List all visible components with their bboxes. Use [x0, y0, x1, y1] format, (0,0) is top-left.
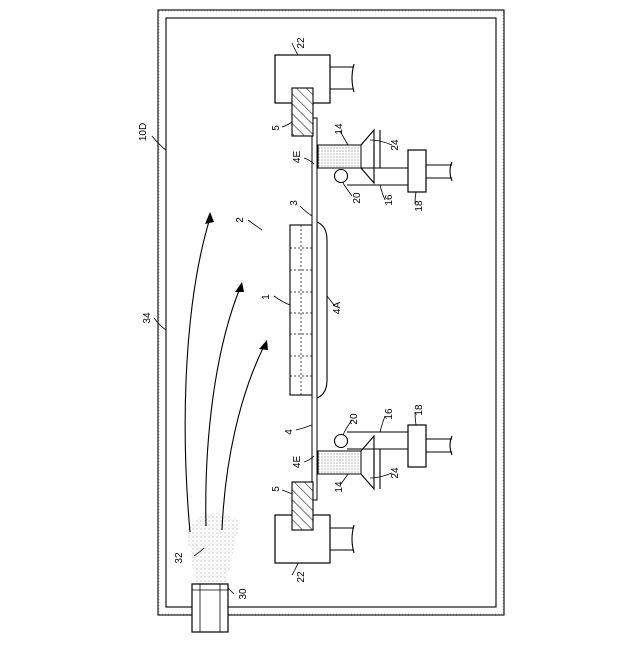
label-20-top: 20: [352, 192, 363, 204]
label-22-bottom: 22: [296, 571, 307, 583]
label-30: 30: [238, 588, 249, 600]
label-20-bottom: 20: [349, 413, 360, 425]
leader-lines: [152, 43, 416, 594]
wafer: [290, 225, 312, 395]
label-10D: 10D: [138, 123, 149, 141]
label-4: 4: [284, 429, 295, 435]
gas-flow-arrows: [185, 212, 268, 532]
label-4E-top: 4E: [292, 151, 303, 164]
label-14-top: 14: [334, 123, 345, 135]
label-3: 3: [289, 200, 300, 206]
label-32: 32: [174, 552, 185, 564]
ring-top: [292, 88, 313, 136]
label-16-top: 16: [384, 194, 395, 206]
label-34: 34: [142, 312, 153, 324]
holder-bottom: [275, 515, 354, 563]
ring-bottom: [292, 482, 313, 530]
roller-bottom: [335, 435, 348, 448]
heater-top: [318, 145, 361, 168]
tape: [312, 118, 317, 500]
label-5-bottom: 5: [271, 486, 282, 492]
label-22-top: 22: [296, 37, 307, 49]
label-18-bottom: 18: [414, 404, 425, 416]
label-24-top: 24: [390, 139, 401, 151]
label-2: 2: [235, 217, 246, 223]
nozzle: [192, 584, 228, 632]
label-1: 1: [261, 294, 272, 300]
label-5-top: 5: [271, 125, 282, 131]
label-14-bottom: 14: [334, 481, 345, 493]
tape-center-bulge: [317, 222, 327, 398]
holder-top: [275, 55, 354, 103]
label-16-bottom: 16: [384, 408, 395, 420]
bracket-top: [361, 130, 374, 183]
actuator-top: [408, 150, 452, 192]
roller-top: [335, 170, 348, 183]
label-4E-bottom: 4E: [292, 456, 303, 469]
label-24-bottom: 24: [390, 467, 401, 479]
label-18-top: 18: [414, 200, 425, 212]
bracket-bottom: [361, 436, 374, 489]
label-4A: 4A: [332, 302, 343, 315]
heater-bottom: [318, 451, 361, 474]
actuator-bottom: [408, 425, 452, 467]
gas-flow-spray: [186, 513, 240, 584]
